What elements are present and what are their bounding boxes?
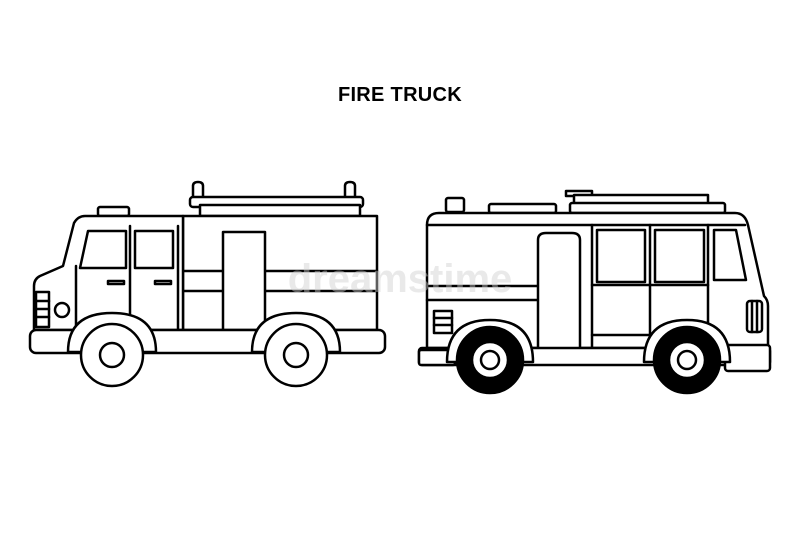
page-title: FIRE TRUCK bbox=[337, 84, 463, 106]
watermark: dreamstime bbox=[288, 257, 513, 301]
watermark-text: dreamstime bbox=[288, 257, 513, 301]
fire-truck-left bbox=[28, 180, 387, 388]
fire-truck-right bbox=[417, 189, 772, 395]
